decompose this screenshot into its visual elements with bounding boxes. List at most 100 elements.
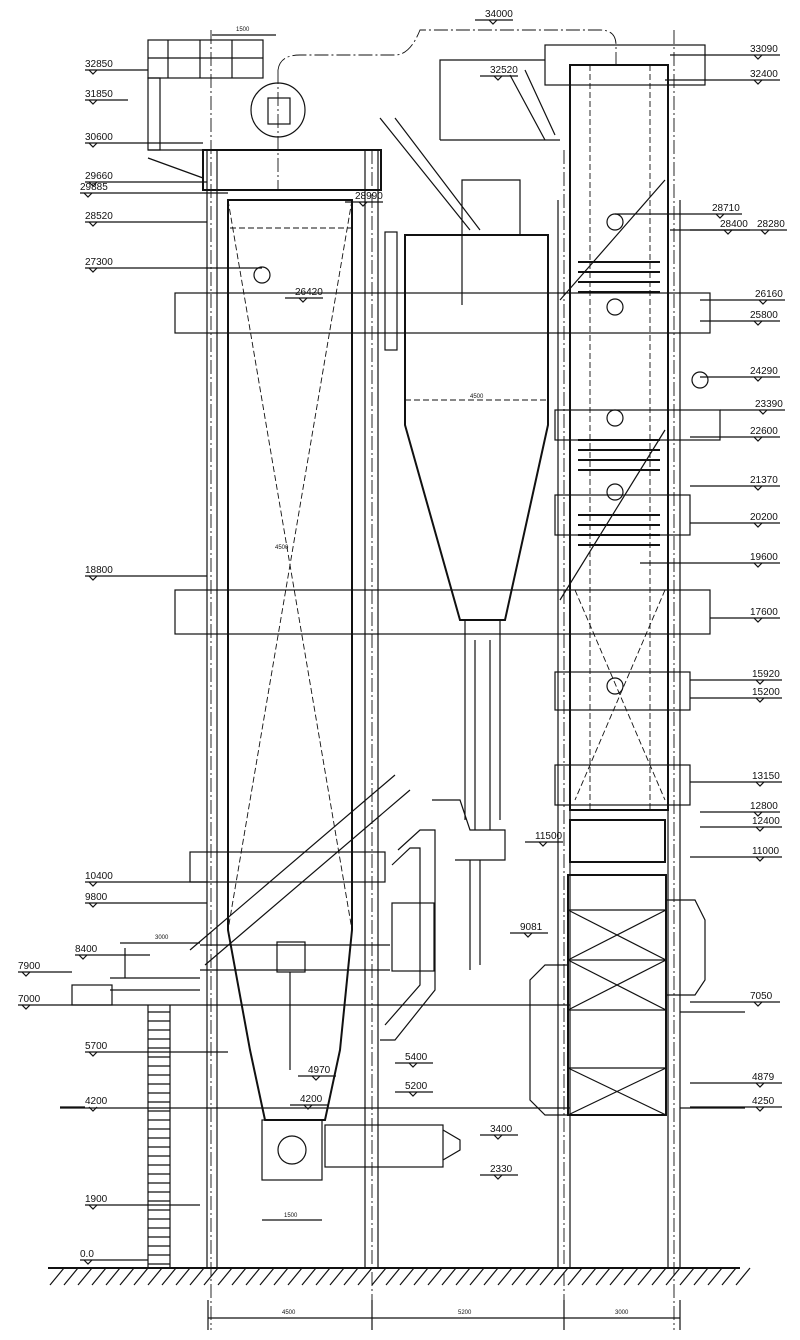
elevation-label: 27300: [85, 257, 113, 268]
ground-hatch: [693, 1267, 709, 1286]
ground-hatch: [735, 1267, 751, 1286]
ground-hatch: [623, 1267, 639, 1286]
elevation-marker-icon: [753, 522, 763, 528]
elevation-marker-icon: [88, 99, 98, 105]
air-preheater: [529, 819, 706, 1116]
elevation-label: 5700: [85, 1041, 108, 1052]
ground-hatch: [539, 1267, 555, 1286]
ground-hatch: [189, 1267, 205, 1286]
elevation-label: 32520: [490, 65, 518, 76]
elevation-label: 1900: [85, 1194, 108, 1205]
elevation-label: 7900: [18, 961, 41, 972]
ground-hatch: [609, 1267, 625, 1286]
elevation-marker-icon: [755, 856, 765, 862]
elevation-marker-icon: [493, 75, 503, 81]
elevation-marker-icon: [78, 954, 88, 960]
ground-hatch: [133, 1267, 149, 1286]
elevation-label: 29885: [80, 182, 108, 193]
elevation-marker-icon: [88, 142, 98, 148]
elevation-label: 0.0: [80, 1249, 94, 1260]
ground-hatch: [385, 1267, 401, 1286]
stairs: [189, 69, 666, 966]
ground-hatch: [567, 1267, 583, 1286]
cyclone-separator: [384, 231, 549, 970]
elevation-marker-icon: [88, 221, 98, 227]
ground-hatch: [231, 1267, 247, 1286]
ground-hatch: [301, 1267, 317, 1286]
elevation-marker-icon: [311, 1075, 321, 1081]
elevation-marker-icon: [753, 79, 763, 85]
elevation-marker-icon: [753, 436, 763, 442]
elevation-label: 33090: [750, 44, 778, 55]
ground-hatch: [343, 1267, 359, 1286]
elevation-marker-icon: [755, 781, 765, 787]
elevation-labels-inner: 3400032520289902642011500908154005200497…: [285, 9, 563, 1180]
ground-hatch: [49, 1267, 65, 1286]
dim-burner: 3000: [155, 935, 169, 941]
ground-hatch: [245, 1267, 261, 1286]
ground-hatch: [315, 1267, 331, 1286]
elevation-label: 26420: [295, 287, 323, 298]
elevation-marker-icon: [21, 971, 31, 977]
dim-cyclone: 4500: [470, 394, 484, 400]
elevation-label: 28520: [85, 211, 113, 222]
ground-hatch: [665, 1267, 681, 1286]
furnace: [227, 199, 353, 1181]
ground-hatch: [455, 1267, 471, 1286]
elevation-label: 32400: [750, 69, 778, 80]
ground-hatch: [329, 1267, 345, 1286]
dimension-lines: [120, 34, 681, 1330]
ground-hatch: [119, 1267, 135, 1286]
elevation-label: 2330: [490, 1164, 513, 1175]
elevation-label: 4200: [85, 1096, 108, 1107]
elevation-marker-icon: [488, 19, 498, 25]
ground-hatch: [525, 1267, 541, 1286]
elevation-marker-icon: [493, 1174, 503, 1180]
elevation-marker-icon: [523, 932, 533, 938]
elevation-marker-icon: [753, 811, 763, 817]
elevation-label: 4200: [300, 1094, 323, 1105]
ground-hatch: [105, 1267, 121, 1286]
ground-hatch: [721, 1267, 737, 1286]
ground-hatch: [91, 1267, 107, 1286]
elevation-label: 31850: [85, 89, 113, 100]
elevation-marker-icon: [298, 297, 308, 303]
elevation-marker-icon: [760, 229, 770, 235]
elevation-marker-icon: [753, 320, 763, 326]
elevation-marker-icon: [755, 826, 765, 832]
elevation-marker-icon: [753, 1001, 763, 1007]
elevation-marker-icon: [755, 1082, 765, 1088]
elevation-marker-icon: [715, 213, 725, 219]
elevation-marker-icon: [753, 376, 763, 382]
elevation-label: 4879: [752, 1072, 775, 1083]
ground-hatch: [259, 1267, 275, 1286]
elevation-marker-icon: [88, 1051, 98, 1057]
elevation-label: 15920: [752, 669, 780, 680]
dim-bottom-mid: 5200: [458, 1310, 472, 1316]
elevation-label: 28710: [712, 203, 740, 214]
ground-hatch: [287, 1267, 303, 1286]
elevation-marker-icon: [358, 201, 368, 207]
elevation-label: 28990: [355, 191, 383, 202]
ground-hatch: [77, 1267, 93, 1286]
elevation-label: 28400: [720, 219, 748, 230]
elevation-marker-icon: [88, 1204, 98, 1210]
elevation-marker-icon: [755, 697, 765, 703]
elevation-marker-icon: [753, 485, 763, 491]
dim-top: 1500: [236, 27, 250, 33]
elevation-label: 29660: [85, 171, 113, 182]
ground-hatch: [581, 1267, 597, 1286]
ground-hatch: [651, 1267, 667, 1286]
elevation-marker-icon: [303, 1104, 313, 1110]
dim-furnace: 4500: [275, 545, 289, 551]
dim-bottom-right: 3000: [615, 1310, 629, 1316]
elevation-label: 12400: [752, 816, 780, 827]
elevation-marker-icon: [88, 181, 98, 187]
air-duct: [324, 829, 461, 1168]
elevation-label: 15200: [752, 687, 780, 698]
ground-hatch: [147, 1267, 163, 1286]
ground-line: [48, 1267, 751, 1286]
elevation-marker-icon: [493, 1134, 503, 1140]
